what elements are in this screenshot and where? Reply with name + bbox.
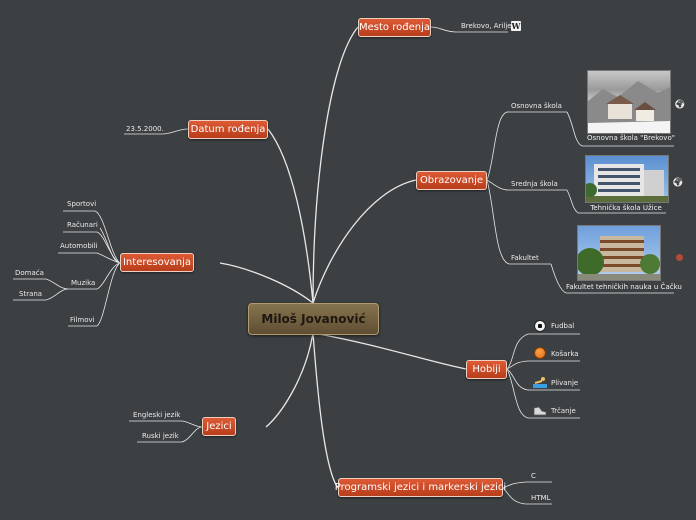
fakultet-label: Fakultet [511, 254, 539, 262]
srednja-skola-label: Srednja škola [511, 180, 558, 188]
central-topic[interactable]: Miloš Jovanović [248, 303, 379, 335]
basketball-icon [534, 347, 546, 359]
jezik-item: Ruski jezik [142, 432, 179, 440]
topic-mesto-rodjenja[interactable]: Mesto rođenja [358, 18, 431, 37]
topic-jezici[interactable]: Jezici [202, 417, 236, 436]
topic-obrazovanje[interactable]: Obrazovanje [416, 171, 487, 190]
interesovanje-item: Filmovi [70, 316, 95, 324]
programski-item: C [531, 472, 536, 480]
interesovanje-item: Automobili [60, 242, 98, 250]
datum-value: 23.5.2000. [126, 125, 164, 133]
globe-icon[interactable]: 🌍︎ [674, 100, 686, 110]
hobi-item: Trčanje [551, 407, 576, 415]
muzika-item: Domaća [15, 269, 44, 277]
srednja-skola-photo [585, 155, 669, 203]
osnovna-skola-caption: Osnovna škola "Brekovo" [587, 134, 675, 142]
hobi-item: Fudbal [551, 322, 575, 330]
osnovna-skola-photo [587, 70, 671, 134]
interesovanje-item: Sportovi [67, 200, 97, 208]
hobi-item: Plivanje [551, 379, 579, 387]
muzika-item: Strana [19, 290, 43, 298]
interesovanje-item: Muzika [71, 279, 96, 287]
topic-hobiji[interactable]: Hobiji [466, 360, 507, 379]
programski-item: HTML [531, 494, 551, 502]
wikipedia-icon[interactable]: W [511, 21, 521, 31]
soccer-ball-icon [534, 320, 546, 332]
srednja-skola-caption: Tehnička škola Užice [590, 204, 662, 212]
fakultet-photo [577, 225, 661, 281]
fakultet-caption: Fakultet tehničkih nauka u Čačku [566, 283, 682, 291]
jezik-item: Engleski jezik [133, 411, 181, 419]
topic-datum-rodjenja[interactable]: Datum rođenja [188, 120, 268, 139]
globe-icon[interactable]: 🌍︎ [672, 178, 684, 188]
link-icon[interactable] [676, 254, 683, 261]
osnovna-skola-label: Osnovna škola [511, 102, 562, 110]
swimming-icon [533, 376, 547, 388]
running-shoe-icon [533, 404, 547, 416]
topic-interesovanja[interactable]: Interesovanja [120, 253, 194, 272]
interesovanje-item: Računari [67, 221, 98, 229]
topic-programski-jezici[interactable]: Programski jezici i markerski jezici [335, 478, 506, 497]
mesto-value: Brekovo, Arilje [461, 22, 512, 30]
hobi-item: Košarka [551, 350, 579, 358]
